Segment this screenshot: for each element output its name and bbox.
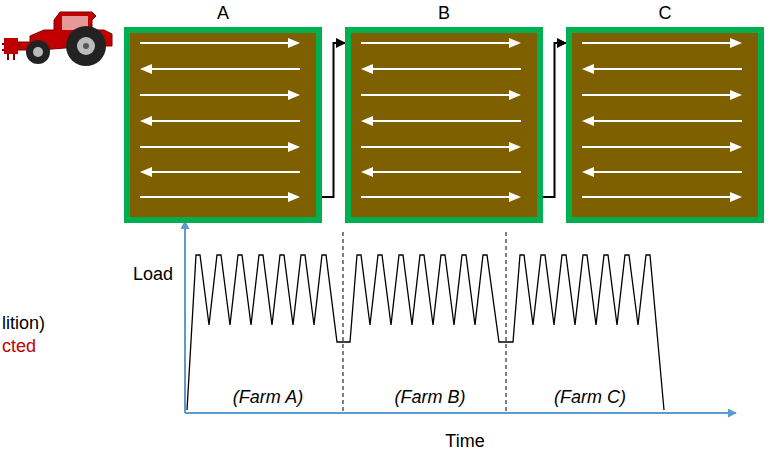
- farm-field: C: [566, 27, 764, 223]
- furrow-arrows: [124, 27, 322, 223]
- field-label: C: [572, 2, 758, 24]
- furrow-line: [371, 120, 521, 122]
- furrow-line: [371, 68, 521, 70]
- furrow-head: [730, 192, 742, 202]
- furrow-line: [371, 171, 521, 173]
- note-text: cted: [2, 335, 36, 357]
- furrow-line: [140, 196, 290, 198]
- furrow-head: [361, 167, 373, 177]
- farm-field: A: [124, 27, 322, 223]
- furrow-line: [150, 171, 300, 173]
- note-text: lition): [2, 312, 45, 334]
- furrow-line: [140, 42, 290, 44]
- furrow-head: [509, 142, 521, 152]
- furrow-line: [140, 146, 290, 148]
- load-axis: [184, 221, 186, 413]
- field-label: A: [130, 2, 316, 24]
- furrow-arrows: [566, 27, 764, 223]
- field-label: B: [351, 2, 537, 24]
- divider-line: [506, 232, 507, 412]
- furrow-line: [592, 68, 742, 70]
- furrow-line: [140, 94, 290, 96]
- axis-label: Time: [445, 430, 484, 452]
- furrow-head: [140, 116, 152, 126]
- furrow-head: [288, 38, 300, 48]
- furrow-line: [582, 146, 732, 148]
- divider-line: [343, 232, 344, 412]
- furrow-head: [361, 64, 373, 74]
- furrow-head: [509, 192, 521, 202]
- furrow-head: [288, 142, 300, 152]
- furrow-line: [361, 146, 511, 148]
- route-arrow: [322, 43, 345, 197]
- furrow-line: [582, 196, 732, 198]
- farm-field: B: [345, 27, 543, 223]
- tractor-icon: [2, 12, 112, 66]
- furrow-line: [361, 94, 511, 96]
- furrow-head: [509, 38, 521, 48]
- furrow-line: [361, 42, 511, 44]
- furrow-line: [150, 120, 300, 122]
- furrow-line: [592, 171, 742, 173]
- furrow-head: [582, 167, 594, 177]
- furrow-head: [582, 116, 594, 126]
- furrow-line: [592, 120, 742, 122]
- furrow-head: [361, 116, 373, 126]
- region-label: (Farm B): [395, 386, 466, 408]
- furrow-head: [288, 90, 300, 100]
- region-label: (Farm C): [554, 386, 626, 408]
- furrow-line: [150, 68, 300, 70]
- region-label: (Farm A): [233, 386, 303, 408]
- furrow-line: [361, 196, 511, 198]
- furrow-head: [730, 90, 742, 100]
- time-axis: [185, 412, 736, 414]
- load-waveform: [187, 255, 664, 410]
- furrow-head: [582, 64, 594, 74]
- furrow-head: [140, 167, 152, 177]
- furrow-head: [730, 38, 742, 48]
- furrow-line: [582, 94, 732, 96]
- route-arrow: [543, 43, 566, 197]
- furrow-head: [140, 64, 152, 74]
- furrow-head: [288, 192, 300, 202]
- furrow-head: [730, 142, 742, 152]
- furrow-line: [582, 42, 732, 44]
- furrow-arrows: [345, 27, 543, 223]
- furrow-head: [509, 90, 521, 100]
- axis-label: Load: [133, 263, 173, 285]
